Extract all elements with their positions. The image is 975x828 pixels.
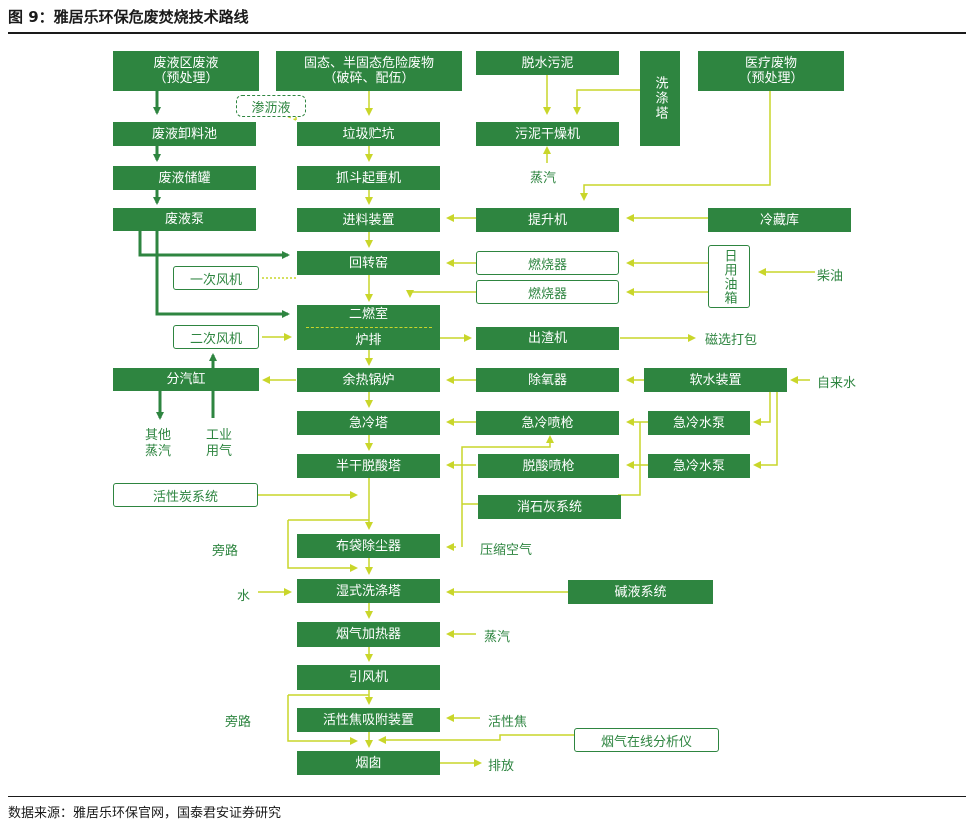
title-rule <box>8 32 966 34</box>
label-bypass-1: 旁路 <box>212 544 239 559</box>
node-medical-waste: 医疗废物 （预处理） <box>698 51 844 91</box>
node-slag-out: 出渣机 <box>476 327 619 350</box>
node-waste-liquid-tank: 废液储罐 <box>113 166 256 190</box>
node-solid-waste-line1: 固态、半固态危险废物 <box>303 56 434 71</box>
label-diesel: 柴油 <box>817 269 844 284</box>
label-steam-2: 蒸汽 <box>484 630 511 645</box>
node-primary-fan: 一次风机 <box>173 266 259 290</box>
node-waste-liquid-pump: 废液泵 <box>113 208 256 231</box>
source-note: 数据来源：雅居乐环保官网，国泰君安证券研究 <box>8 806 282 821</box>
node-online-analyzer: 烟气在线分析仪 <box>574 728 719 752</box>
node-burner-2: 燃烧器 <box>476 280 619 304</box>
node-solid-waste-line2: （破碎、配伍） <box>323 71 415 86</box>
node-activated-carbon: 活性炭系统 <box>113 483 258 507</box>
node-flue-heater: 烟气加热器 <box>297 622 440 647</box>
node-feeding-device: 进料装置 <box>297 208 440 232</box>
node-wet-scrubber: 湿式洗涤塔 <box>297 579 440 603</box>
label-other-steam-line2: 蒸汽 <box>145 444 172 459</box>
node-quench-gun: 急冷喷枪 <box>476 411 619 435</box>
node-lime-system: 消石灰系统 <box>478 495 621 519</box>
node-secondary-chamber-label: 二燃室 <box>348 307 388 323</box>
node-alkali-system: 碱液系统 <box>568 580 713 604</box>
node-garbage-pit: 垃圾贮坑 <box>297 122 440 146</box>
node-steam-header: 分汽缸 <box>113 368 259 391</box>
footer-rule <box>8 796 966 797</box>
node-solid-waste: 固态、半固态危险废物 （破碎、配伍） <box>276 51 462 91</box>
node-deaerator: 除氧器 <box>476 368 619 392</box>
label-steam-1: 蒸汽 <box>530 171 557 186</box>
node-cold-storage: 冷藏库 <box>708 208 851 232</box>
label-discharge: 排放 <box>488 759 515 774</box>
node-washing-tower: 洗涤塔 <box>640 51 680 146</box>
node-deacid-gun: 脱酸喷枪 <box>478 454 619 478</box>
figure-title: 图 9：雅居乐环保危废焚烧技术路线 <box>8 8 249 26</box>
node-burner-1: 燃烧器 <box>476 251 619 275</box>
node-secondary-fan: 二次风机 <box>173 325 259 349</box>
node-grate-label: 炉排 <box>355 332 382 348</box>
node-sludge-dryer: 污泥干燥机 <box>476 122 619 146</box>
node-quench-pump-2: 急冷水泵 <box>648 454 750 478</box>
node-soft-water: 软水装置 <box>644 368 787 392</box>
node-waste-heat-boiler: 余热锅炉 <box>297 368 440 392</box>
node-washing-tower-label: 洗涤塔 <box>652 76 668 121</box>
node-chimney: 烟囱 <box>297 751 440 775</box>
label-other-steam: 其他 蒸汽 <box>145 428 171 460</box>
node-leachate: 渗沥液 <box>236 95 306 117</box>
label-industrial-gas: 工业 用气 <box>206 428 232 460</box>
node-quench-pump-1: 急冷水泵 <box>648 411 750 435</box>
node-waste-liquid-area: 废液区废液 （预处理） <box>113 51 259 91</box>
node-induced-fan: 引风机 <box>297 665 440 690</box>
label-other-steam-line1: 其他 <box>145 428 172 443</box>
node-quench-tower: 急冷塔 <box>297 411 440 435</box>
node-medical-waste-line1: 医疗废物 <box>744 56 797 71</box>
node-secondary-chamber: 二燃室 炉排 <box>297 305 440 350</box>
label-tap-water: 自来水 <box>817 376 857 391</box>
label-industrial-gas-line1: 工业 <box>206 428 233 443</box>
node-rotary-kiln: 回转窑 <box>297 251 440 275</box>
label-compressed-air: 压缩空气 <box>480 543 533 558</box>
node-waste-liquid-area-line1: 废液区废液 <box>153 56 219 71</box>
node-daily-oil-tank-label: 日用油箱 <box>721 248 737 305</box>
node-semi-dry-tower: 半干脱酸塔 <box>297 454 440 478</box>
node-daily-oil-tank: 日用油箱 <box>708 245 750 308</box>
node-waste-liquid-area-line2: （预处理） <box>153 71 219 86</box>
node-waste-liquid-pool: 废液卸料池 <box>113 122 256 146</box>
label-industrial-gas-line2: 用气 <box>206 444 233 459</box>
label-bypass-2: 旁路 <box>225 715 252 730</box>
node-activated-coke-device: 活性焦吸附装置 <box>297 708 440 732</box>
node-dewatered-sludge: 脱水污泥 <box>476 51 619 75</box>
label-activated-coke: 活性焦 <box>488 715 528 730</box>
label-magnetic-pack: 磁选打包 <box>705 333 758 348</box>
node-bag-filter: 布袋除尘器 <box>297 534 440 558</box>
node-elevator: 提升机 <box>476 208 619 232</box>
node-medical-waste-line2: （预处理） <box>738 71 804 86</box>
node-grab-crane: 抓斗起重机 <box>297 166 440 190</box>
chamber-divider <box>305 326 432 328</box>
label-water: 水 <box>237 589 251 604</box>
